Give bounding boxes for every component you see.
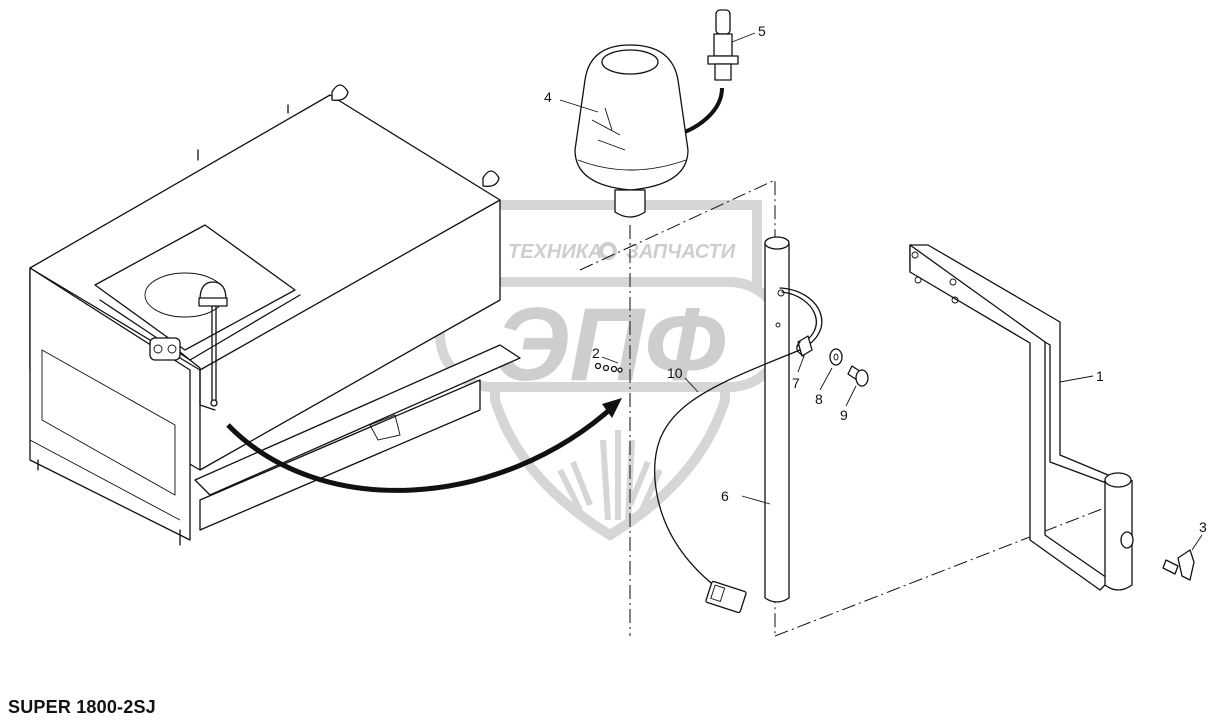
existing-beacon-small [198, 281, 228, 407]
callout-4: 4 [544, 89, 552, 105]
part-9-bolt [847, 365, 869, 387]
part-3-wing-bolt [1162, 549, 1195, 581]
part-8-washer [829, 348, 843, 366]
callout-6: 6 [721, 488, 729, 504]
watermark-logo: ТЕХНИКА ЗАПЧАСТИ ЭПФ [435, 200, 787, 541]
part-1-bracket [909, 244, 1134, 591]
callout-7: 7 [792, 375, 800, 391]
callout-1: 1 [1096, 368, 1104, 384]
callout-5: 5 [758, 23, 766, 39]
watermark-text-big: ЭПФ [495, 287, 726, 403]
part-7-clip [796, 335, 813, 357]
assembly-arrow-1 [226, 398, 622, 493]
callout-3: 3 [1199, 519, 1207, 535]
watermark-text-right: ЗАПЧАСТИ [626, 241, 736, 263]
work-light-switch [149, 337, 216, 411]
leader-lines [559, 32, 1203, 551]
part-5-bulb [707, 9, 739, 81]
gear-icon [599, 242, 617, 260]
watermark-text-left: ТЕХНИКА [508, 241, 602, 263]
callout-10: 10 [667, 365, 683, 381]
part-6-mounting-pole [764, 236, 790, 603]
part-4-beacon-lamp [574, 44, 689, 218]
callout-2: 2 [592, 345, 600, 361]
callout-8: 8 [815, 391, 823, 407]
part-10-cable [654, 287, 823, 614]
model-label: SUPER 1800-2SJ [8, 697, 156, 717]
part-2-hardware [594, 362, 623, 373]
callout-9: 9 [840, 407, 848, 423]
callout-labels: 4 5 2 10 6 7 8 9 1 3 [544, 23, 1207, 535]
wheat-ears-icon [557, 430, 663, 521]
machine-body [29, 84, 521, 546]
